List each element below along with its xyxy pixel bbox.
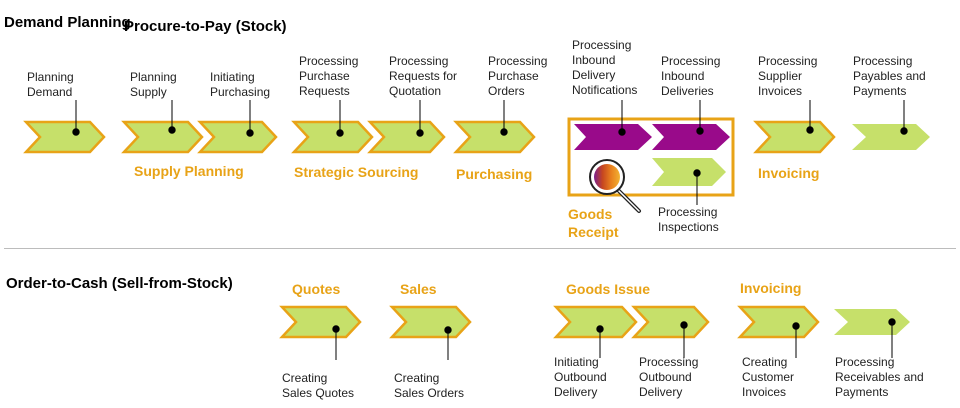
group-strategic-sourcing: Strategic Sourcing [294,164,419,180]
chevron-supplier-invoices [753,120,836,154]
chevron-purchase-orders [453,120,536,154]
label-payables-payments: Processing Payables and Payments [853,54,926,98]
label-initiating-outbound-delivery: Initiating Outbound Delivery [554,355,607,399]
order-to-cash-heading: Order-to-Cash (Sell-from-Stock) [6,275,233,292]
chevron-inbound-delivery-notifications [574,124,652,150]
chevron-processing-outbound-delivery [631,305,710,339]
group-sales: Sales [400,281,437,297]
group-supply-planning: Supply Planning [134,163,244,179]
chevron-planning-demand [23,120,106,154]
group-goods-receipt: Goods Receipt [568,206,619,240]
group-invoicing-cash: Invoicing [740,280,802,296]
label-initiating-purchasing: Initiating Purchasing [210,70,271,99]
chevron-inbound-deliveries [652,124,730,150]
chevron-creating-sales-quotes [279,305,362,339]
label-processing-purchase-orders: Processing Purchase Orders [488,54,548,98]
cash-connectors [332,318,896,360]
group-goods-issue: Goods Issue [566,281,651,297]
label-inbound-deliveries: Processing Inbound Deliveries [661,54,721,98]
demand-planning-heading: Demand Planning [4,14,131,31]
procure-to-pay-heading: Procure-to-Pay (Stock) [124,18,287,35]
goods-receipt-frame [567,117,735,197]
chevron-initiating-outbound-delivery [553,305,638,339]
chevron-requests-quotation [367,120,446,154]
label-processing-outbound-delivery: Processing Outbound Delivery [639,355,699,399]
procure-connectors [72,100,908,205]
group-purchasing: Purchasing [456,166,533,182]
label-inbound-delivery-notifications: Processing Inbound Delivery Notification… [572,38,638,97]
chevron-payables-payments [852,124,930,150]
label-supplier-invoices: Processing Supplier Invoices [758,54,818,98]
chevron-planning-supply [121,120,204,154]
label-processing-inspections: Processing Inspections [658,205,719,234]
group-quotes: Quotes [292,281,341,297]
magnifier-icon [589,159,641,213]
section-divider [4,248,956,249]
label-creating-customer-invoices: Creating Customer Invoices [742,355,795,399]
label-creating-sales-quotes: Creating Sales Quotes [282,371,355,400]
chevron-creating-customer-invoices [737,305,820,339]
chevron-processing-inspections [652,158,726,186]
label-processing-purchase-requests: Processing Purchase Requests [299,54,359,98]
chevron-purchase-requests [291,120,374,154]
chevron-initiating-purchasing [197,120,278,154]
label-planning-demand: Planning Demand [27,70,74,99]
group-invoicing-procure: Invoicing [758,165,820,181]
chevron-receivables-payments [834,309,910,335]
label-planning-supply: Planning Supply [130,70,177,99]
label-receivables-payments: Processing Receivables and Payments [835,355,924,399]
chevron-creating-sales-orders [389,305,472,339]
label-creating-sales-orders: Creating Sales Orders [394,371,465,400]
label-processing-requests-quotation: Processing Requests for Quotation [389,54,458,98]
